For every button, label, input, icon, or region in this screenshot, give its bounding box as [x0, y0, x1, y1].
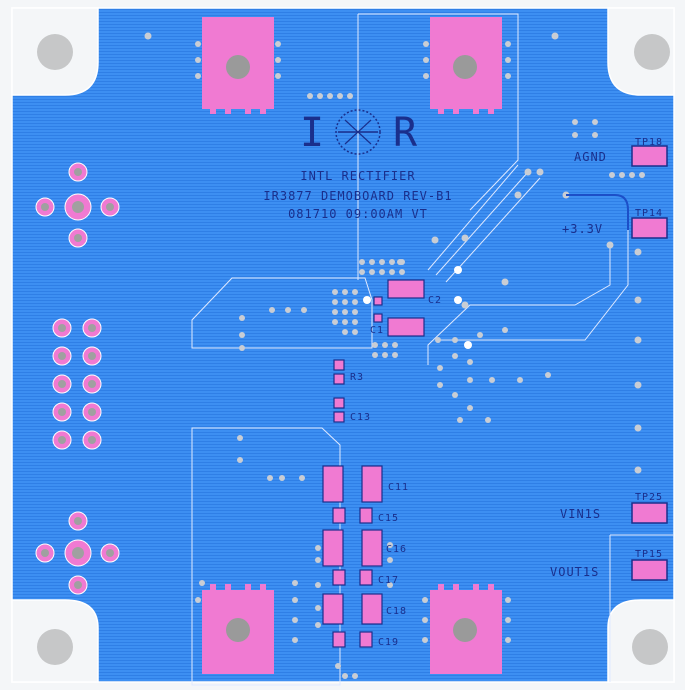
c11-pad-b — [361, 465, 383, 503]
c19-pad-b — [359, 631, 373, 648]
logo-letter-i: I — [300, 110, 324, 156]
c11-pad-a — [322, 465, 344, 503]
tp18-net: AGND — [574, 150, 607, 164]
trace-top-region — [358, 13, 519, 211]
board-date-label: 081710 09:00AM VT — [288, 207, 428, 221]
tp25-net: VIN1S — [560, 507, 601, 521]
power-pads — [202, 17, 502, 674]
c18-pad-b — [361, 593, 383, 625]
c19-label: C19 — [378, 637, 399, 648]
test-point-pads — [631, 145, 668, 581]
power-pad-hole — [453, 618, 477, 642]
c16-pad-b — [361, 529, 383, 567]
c19-pad-a — [332, 631, 346, 648]
smd-components — [322, 279, 425, 648]
connector-left-lower — [35, 511, 120, 595]
via-rings — [363, 266, 472, 349]
c15-pad-a — [332, 507, 346, 524]
r3-label: R3 — [350, 372, 364, 383]
c15-label: C15 — [378, 513, 399, 524]
board-maker-label: INTL RECTIFIER — [300, 169, 415, 183]
c13-pad-b — [333, 411, 345, 423]
c2-label: C2 — [428, 295, 442, 306]
pad-tabs — [210, 108, 494, 590]
signal-traces — [566, 194, 629, 230]
header-pins-left — [52, 318, 102, 450]
trace-right-bottom — [609, 534, 674, 682]
c16-pad-a — [322, 529, 344, 567]
power-pad-hole — [453, 55, 477, 79]
c15-pad-b — [359, 507, 373, 524]
tp18-pad — [631, 145, 668, 167]
c17-label: C17 — [378, 575, 399, 586]
mounting-hole-top-left — [37, 34, 73, 70]
vias — [144, 32, 645, 679]
r3-pad-a — [333, 359, 345, 371]
trace-left-region — [191, 277, 373, 349]
c1-label: C1 — [370, 325, 384, 336]
c1-pad — [387, 317, 425, 337]
board-name-label: IR3877 DEMOBOARD REV-B1 — [263, 189, 452, 203]
trace-sense-route — [427, 245, 611, 365]
tp15-ref: TP15 — [635, 549, 663, 560]
tp14-ref: TP14 — [635, 208, 663, 219]
c13-pad-a — [333, 397, 345, 409]
c17-pad-b — [359, 569, 373, 586]
ir-logo: I R — [300, 109, 418, 156]
mounting-holes — [11, 7, 675, 683]
tp15-pad — [631, 559, 668, 581]
tp25-pad — [631, 502, 668, 524]
power-pad-hole — [226, 618, 250, 642]
c18-pad-a — [322, 593, 344, 625]
power-pad-hole — [226, 55, 250, 79]
c13-label: C13 — [350, 412, 371, 423]
c2-pad — [387, 279, 425, 299]
mounting-hole-bottom-left — [37, 629, 73, 665]
mounting-hole-bottom-right — [632, 629, 668, 665]
tp14-net: +3.3V — [562, 222, 603, 236]
c17-pad-a — [332, 569, 346, 586]
trace-diagonal-group — [427, 164, 541, 283]
logo-letter-r: R — [393, 110, 418, 156]
mounting-hole-top-right — [634, 34, 670, 70]
c18-label: C18 — [386, 606, 407, 617]
tp18-ref: TP18 — [635, 137, 663, 148]
tp15-net: VOUT1S — [550, 565, 599, 579]
tp25-ref: TP25 — [635, 492, 663, 503]
c16-label: C16 — [386, 544, 407, 555]
connector-left-upper — [35, 162, 120, 248]
r3-pad-b — [333, 373, 345, 385]
tp14-pad — [631, 217, 668, 239]
c11-label: C11 — [388, 482, 409, 493]
